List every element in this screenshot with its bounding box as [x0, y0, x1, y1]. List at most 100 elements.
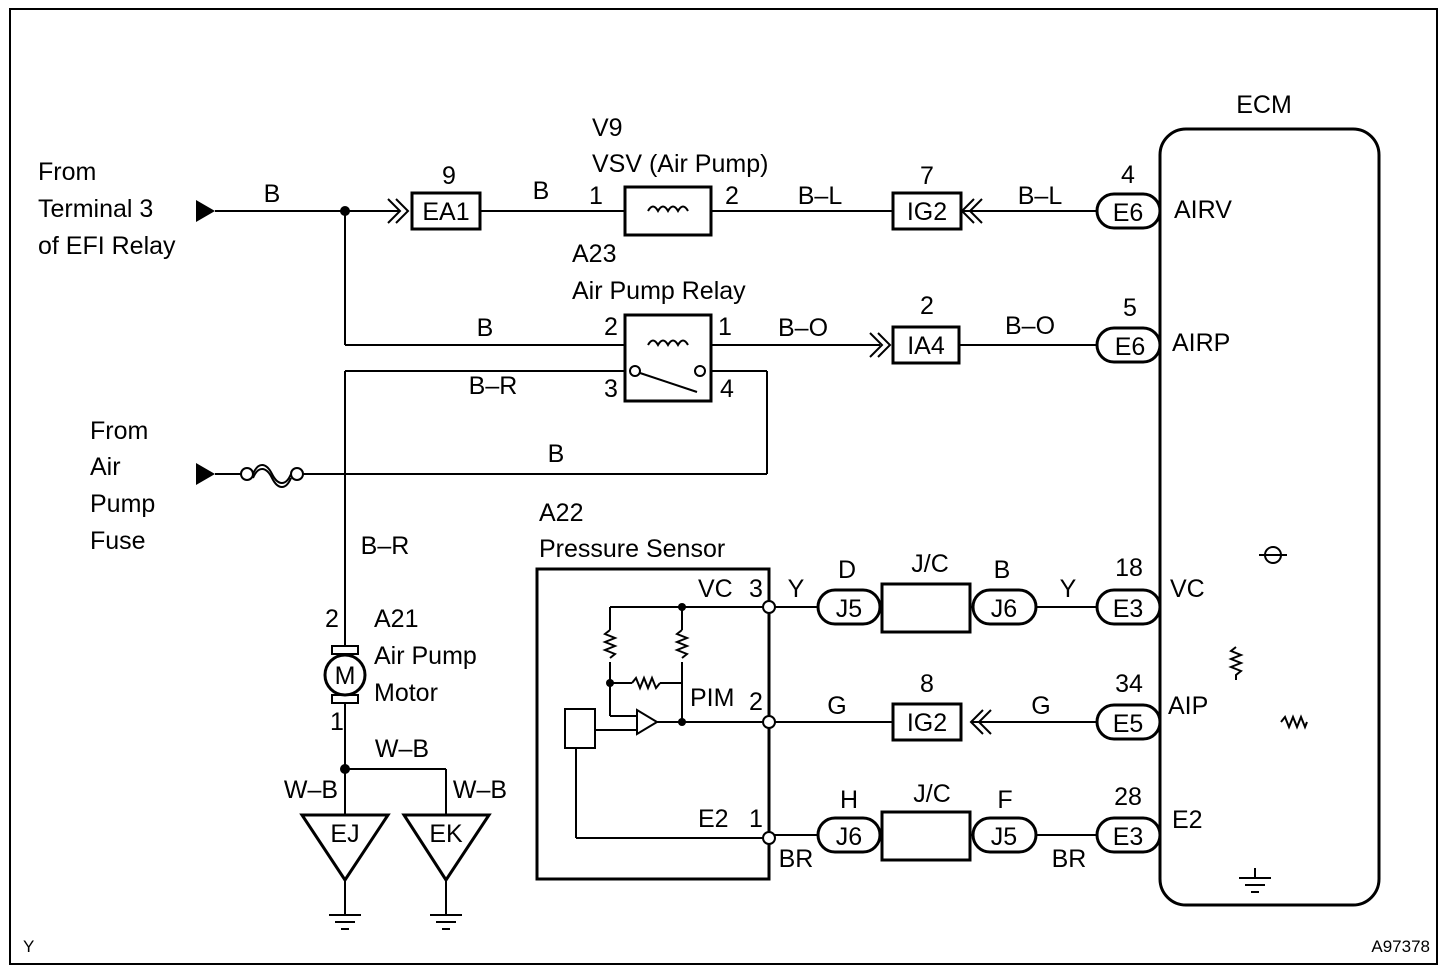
svg-text:1: 1: [718, 313, 732, 341]
figure-id: A97378: [1371, 937, 1430, 956]
svg-text:5: 5: [1123, 294, 1137, 322]
svg-text:B: B: [477, 314, 494, 342]
svg-text:VSV (Air Pump): VSV (Air Pump): [592, 150, 768, 178]
svg-text:J/C: J/C: [911, 550, 949, 578]
connector-ia4: IA4 2: [891, 292, 961, 365]
ground-ej: EJ: [299, 813, 391, 930]
svg-text:2: 2: [725, 182, 739, 210]
svg-text:E6: E6: [1113, 199, 1144, 227]
svg-text:B: B: [994, 556, 1011, 584]
svg-text:34: 34: [1115, 670, 1143, 698]
svg-text:B: B: [533, 177, 550, 205]
splice-dots: [340, 206, 1241, 774]
svg-text:J6: J6: [991, 595, 1017, 623]
svg-text:IG2: IG2: [907, 198, 947, 226]
svg-text:EK: EK: [429, 820, 463, 848]
svg-text:1: 1: [330, 708, 344, 736]
svg-text:J5: J5: [991, 823, 1017, 851]
svg-text:Y: Y: [788, 575, 805, 603]
svg-text:28: 28: [1114, 783, 1142, 811]
ecm-connector-e6-airv: E6 4: [1095, 161, 1162, 230]
svg-text:7: 7: [920, 162, 934, 190]
input-arrow-efi: [196, 200, 215, 222]
svg-text:W–B: W–B: [284, 776, 338, 804]
diagram-frame: [9, 8, 1438, 965]
input-arrow-fuse: [196, 463, 215, 485]
sensing-element-icon: [564, 708, 596, 749]
svg-text:Terminal 3: Terminal 3: [38, 195, 153, 223]
wire-labels: B B B–L B–L B B–O B–O B–R B B–R W–B W–B …: [264, 177, 1087, 873]
svg-text:8: 8: [920, 670, 934, 698]
svg-text:A21: A21: [374, 605, 418, 633]
svg-text:B–L: B–L: [1018, 182, 1063, 210]
svg-text:of EFI Relay: of EFI Relay: [38, 232, 176, 260]
svg-text:B–R: B–R: [361, 532, 410, 560]
svg-text:G: G: [827, 692, 846, 720]
svg-text:EA1: EA1: [422, 198, 469, 226]
svg-text:2: 2: [325, 605, 339, 633]
svg-text:IA4: IA4: [907, 332, 945, 360]
svg-text:V9: V9: [592, 114, 623, 142]
amplifier-icon: [636, 708, 659, 736]
svg-text:G: G: [1031, 692, 1050, 720]
svg-text:From: From: [90, 417, 148, 445]
corner-mark: Y: [23, 937, 34, 956]
from-efi-label: From Terminal 3 of EFI Relay: [38, 158, 176, 260]
svg-text:4: 4: [720, 375, 734, 403]
svg-text:VC: VC: [698, 575, 733, 603]
svg-text:EJ: EJ: [330, 820, 359, 848]
svg-text:B–L: B–L: [798, 182, 843, 210]
svg-text:A23: A23: [572, 240, 616, 268]
vsv-air-pump: V9 VSV (Air Pump) 1 2: [589, 114, 768, 237]
svg-text:M: M: [335, 662, 356, 690]
svg-text:Fuse: Fuse: [90, 527, 146, 555]
svg-text:AIRV: AIRV: [1174, 196, 1232, 224]
svg-text:W–B: W–B: [453, 776, 507, 804]
connector-ea1: EA1 9: [410, 162, 482, 231]
svg-text:From: From: [38, 158, 96, 186]
resistor-icon: [1280, 714, 1308, 730]
ecm: ECM AIRV AIRP VC AIP E2: [1158, 91, 1381, 907]
ecm-connector-e5-aip: E5 34: [1095, 670, 1162, 741]
svg-text:Air: Air: [90, 453, 121, 481]
svg-text:E2: E2: [1172, 806, 1203, 834]
ground-ek: EK: [401, 813, 492, 930]
svg-text:9: 9: [442, 162, 456, 190]
pressure-sensor: A22 Pressure Sensor VC 3 PIM 2 E2 1: [535, 499, 776, 881]
junction-connector-e2: J6 H J/C J5 F: [816, 780, 1038, 862]
from-fuse-label: From Air Pump Fuse: [90, 417, 155, 555]
svg-text:ECM: ECM: [1236, 91, 1292, 119]
svg-text:1: 1: [589, 182, 603, 210]
svg-text:BR: BR: [1052, 845, 1087, 873]
svg-text:Y: Y: [1060, 575, 1077, 603]
svg-text:F: F: [997, 786, 1012, 814]
fuse-icon: [240, 464, 304, 488]
svg-text:2: 2: [920, 292, 934, 320]
svg-text:D: D: [838, 556, 856, 584]
ecm-connector-e3-vc: E3 18: [1095, 554, 1162, 626]
svg-text:E5: E5: [1113, 710, 1144, 738]
svg-text:B–O: B–O: [1005, 312, 1055, 340]
svg-text:A22: A22: [539, 499, 583, 527]
svg-text:PIM: PIM: [690, 684, 734, 712]
svg-text:B–O: B–O: [778, 314, 828, 342]
svg-text:J6: J6: [836, 823, 862, 851]
svg-text:BR: BR: [779, 845, 814, 873]
svg-text:3: 3: [749, 575, 763, 603]
svg-text:J/C: J/C: [913, 780, 951, 808]
svg-text:H: H: [840, 786, 858, 814]
svg-text:Air Pump: Air Pump: [374, 642, 477, 670]
svg-text:B: B: [548, 440, 565, 468]
svg-text:B: B: [264, 180, 281, 208]
relay-coil-icon: [647, 339, 689, 348]
air-pump-relay: A23 Air Pump Relay 2 1 3 4: [572, 240, 746, 403]
svg-text:2: 2: [749, 688, 763, 716]
ecm-connector-e6-airp: E6 5: [1095, 294, 1162, 364]
svg-text:Pump: Pump: [90, 490, 155, 518]
svg-text:VC: VC: [1170, 575, 1205, 603]
air-pump-motor: M 2 1 A21 Air Pump Motor: [323, 605, 477, 736]
svg-text:E3: E3: [1113, 823, 1144, 851]
resistor-icon: [1228, 646, 1244, 680]
svg-text:1: 1: [749, 805, 763, 833]
